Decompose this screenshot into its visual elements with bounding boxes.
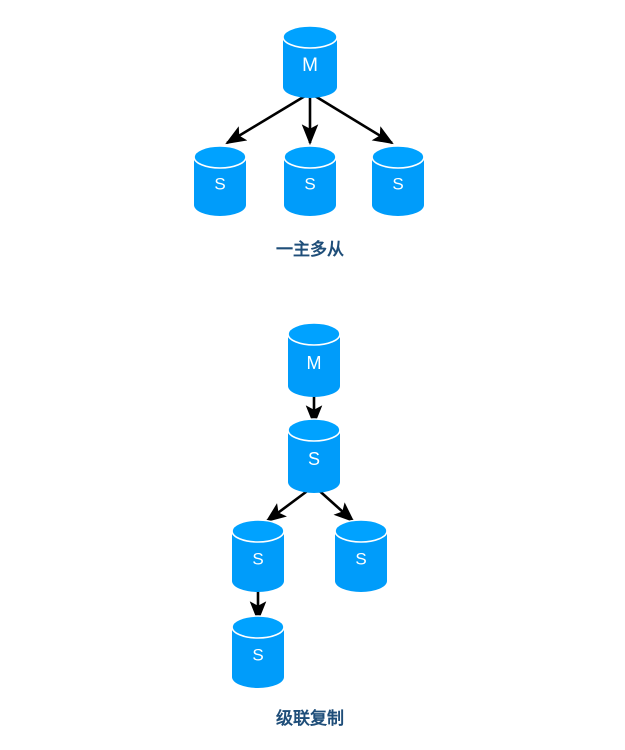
db-node-label: S [252,645,263,664]
cylinder-top-ellipse [287,322,341,346]
cylinder-body [335,531,387,592]
cylinder-top-ellipse [193,145,247,169]
cylinder-body [284,157,336,216]
caption-one-master-many-slaves: 一主多从 [276,239,344,260]
db-node-label: S [392,174,403,193]
db-node-label: M [302,55,318,76]
caption-cascading-replication: 级联复制 [276,708,344,729]
cylinder-top-ellipse [334,519,388,543]
db-node-label: S [214,174,225,193]
db-node-label: S [252,549,263,568]
cylinder-top-ellipse [231,615,285,639]
cylinder-body [283,37,337,98]
cylinder-body [232,627,284,688]
db-node-label: S [355,549,366,568]
cylinder-top-ellipse [287,418,341,442]
db-node-d1-master[interactable]: M [282,25,338,98]
db-node-d1-slave-2[interactable]: S [283,145,337,216]
cylinder-top-ellipse [282,25,338,49]
nodes-layer: M S S S M S S S S [193,25,425,688]
db-node-d2-slave-left[interactable]: S [231,519,285,592]
db-node-d2-slave-right[interactable]: S [334,519,388,592]
db-node-label: M [307,353,322,373]
edge-d1-master-to-d1-slave-3 [309,91,394,145]
db-node-label: S [304,174,315,193]
cylinder-top-ellipse [283,145,337,169]
cylinder-body [232,531,284,592]
cylinder-body [288,334,340,397]
db-node-d1-slave-1[interactable]: S [193,145,247,216]
cylinder-top-ellipse [371,145,425,169]
db-node-label: S [308,449,320,469]
db-node-d2-slave-relay[interactable]: S [287,418,341,493]
db-node-d2-slave-leaf[interactable]: S [231,615,285,688]
cylinder-top-ellipse [231,519,285,543]
edge-d1-master-to-d1-slave-1 [225,91,311,145]
db-node-d2-master[interactable]: M [287,322,341,397]
cylinder-body [372,157,424,216]
cylinder-body [288,430,340,493]
db-node-d1-slave-3[interactable]: S [371,145,425,216]
cylinder-body [194,157,246,216]
